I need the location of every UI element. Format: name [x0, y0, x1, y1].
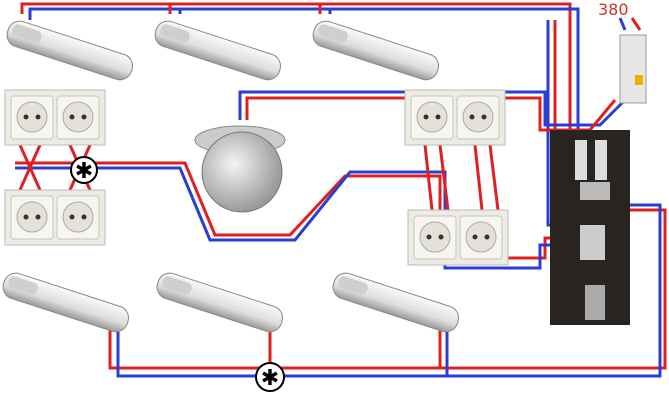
fluorescent-lamp-5: [153, 269, 287, 336]
double-socket-1: [4, 89, 106, 146]
neutral-wire-bottom: [116, 203, 662, 378]
phase-wire-dome: [238, 90, 627, 127]
ceiling-dome-lamp: [194, 125, 286, 213]
junction-marker-2: ✱: [255, 362, 285, 392]
double-socket-4: [407, 209, 509, 266]
double-socket-3: [404, 89, 506, 146]
socket-jumpers-left: [18, 144, 92, 191]
fluorescent-lamp-4: [0, 269, 133, 336]
socket-jumpers-right: [423, 144, 500, 211]
junction-marker-1: ✱: [70, 156, 98, 184]
neutral-wire-dome: [245, 96, 617, 132]
distribution-panel: [550, 130, 630, 325]
wires: [15, 2, 667, 378]
neutral-wire-mid: [15, 166, 590, 270]
supply-voltage-label: 380: [598, 0, 629, 19]
svg-text:✱: ✱: [261, 366, 279, 391]
circuit-breaker: [618, 17, 647, 104]
fluorescent-lamp-2: [151, 17, 285, 84]
phase-wire-bottom: [108, 208, 667, 370]
svg-text:✱: ✱: [75, 159, 93, 184]
fluorescent-lamp-3: [309, 17, 443, 84]
fluorescent-lamp-6: [329, 269, 463, 336]
phase-wire-mid: [15, 161, 590, 260]
double-socket-2: [4, 189, 106, 246]
phase-wire-top: [20, 2, 600, 202]
fluorescent-lamp-1: [3, 17, 137, 84]
